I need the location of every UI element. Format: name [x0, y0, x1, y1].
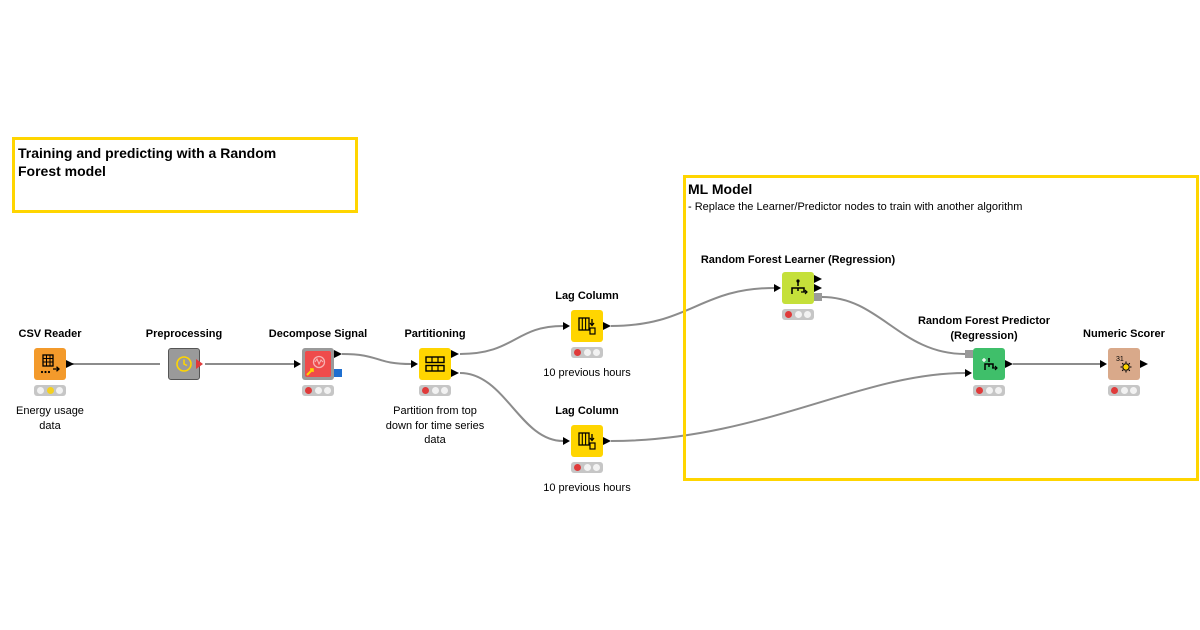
node-caption[interactable]: Energy usage data — [16, 405, 84, 432]
node-status — [571, 347, 603, 358]
connection-partitioning-to-lag1[interactable] — [459, 325, 564, 355]
node-caption[interactable]: Partition from top down for time series … — [385, 405, 485, 446]
status-light-green — [1130, 387, 1138, 394]
status-light-green — [324, 387, 332, 394]
status-light-yellow — [794, 311, 802, 318]
output-port-1[interactable] — [451, 349, 459, 358]
status-light-yellow — [583, 464, 591, 471]
connection-learner-to-predictor[interactable] — [821, 296, 966, 355]
node-status — [1108, 385, 1140, 396]
partition-icon[interactable] — [419, 348, 451, 380]
scorer-icon[interactable]: 31 — [1108, 348, 1140, 380]
connection-partitioning-to-lag2[interactable] — [459, 372, 564, 442]
tree-predictor-icon[interactable] — [973, 348, 1005, 380]
status-light-red — [36, 387, 44, 394]
status-light-red — [784, 311, 792, 318]
status-light-green — [995, 387, 1003, 394]
node-status — [34, 385, 66, 396]
node-title: Lag Column — [555, 405, 619, 417]
status-light-yellow — [431, 387, 439, 394]
input-port[interactable] — [294, 359, 301, 368]
workflow-title-annotation[interactable]: Training and predicting with a Random Fo… — [12, 137, 358, 213]
output-port[interactable] — [66, 359, 74, 368]
lag-column-icon[interactable] — [571, 425, 603, 457]
workflow-title: Training and predicting with a Random Fo… — [18, 145, 277, 179]
input-port[interactable] — [563, 436, 570, 445]
ml-model-title: ML Model — [688, 181, 753, 197]
node-title: Random Forest Predictor (Regression) — [917, 315, 1051, 342]
status-light-green — [56, 387, 64, 394]
output-port[interactable] — [1005, 359, 1013, 368]
output-port[interactable] — [1140, 359, 1148, 368]
node-title: Partitioning — [404, 328, 466, 340]
status-light-green — [593, 464, 601, 471]
scorer-icon-text: 31 — [1116, 356, 1124, 363]
status-light-green — [441, 387, 449, 394]
node-title: Numeric Scorer — [1083, 328, 1165, 340]
table-reader-icon[interactable] — [34, 348, 66, 380]
status-light-green — [804, 311, 812, 318]
node-title: Preprocessing — [145, 328, 223, 340]
model-input-port[interactable] — [965, 350, 973, 358]
output-port[interactable] — [603, 321, 611, 330]
status-light-green — [593, 349, 601, 356]
status-light-red — [1110, 387, 1118, 394]
node-status — [973, 385, 1005, 396]
status-light-yellow — [1120, 387, 1128, 394]
node-status — [419, 385, 451, 396]
data-input-port[interactable] — [965, 368, 972, 377]
node-status — [571, 462, 603, 473]
status-light-red — [304, 387, 312, 394]
status-light-yellow — [985, 387, 993, 394]
output-port-1[interactable] — [814, 274, 822, 283]
signal-decompose-icon[interactable] — [302, 348, 334, 380]
metanode-output-port[interactable] — [194, 359, 204, 369]
node-title: Lag Column — [555, 290, 619, 302]
status-light-red — [421, 387, 429, 394]
status-light-yellow — [314, 387, 322, 394]
node-status — [782, 309, 814, 320]
status-light-yellow — [583, 349, 591, 356]
connection-lag2-to-predictor[interactable] — [610, 372, 966, 442]
tree-learner-icon[interactable] — [782, 272, 814, 304]
output-port-2[interactable] — [451, 368, 459, 377]
output-port-2[interactable] — [334, 369, 342, 377]
output-port-1[interactable] — [334, 349, 342, 358]
status-light-red — [975, 387, 983, 394]
connection-decompose-to-partitioning[interactable] — [341, 353, 412, 365]
node-title: Random Forest Learner (Regression) — [700, 254, 896, 266]
output-port-2[interactable] — [814, 283, 822, 292]
connection-lag1-to-learner[interactable] — [610, 287, 775, 327]
output-port[interactable] — [603, 436, 611, 445]
node-caption[interactable]: 10 previous hours — [543, 367, 631, 379]
lag-column-icon[interactable] — [571, 310, 603, 342]
ml-model-annotation[interactable]: ML Model - Replace the Learner/Predictor… — [683, 175, 1199, 481]
input-port[interactable] — [563, 321, 570, 330]
node-caption[interactable]: 10 previous hours — [543, 482, 631, 494]
status-light-yellow — [46, 387, 54, 394]
model-output-port[interactable] — [814, 293, 822, 301]
input-port[interactable] — [1100, 359, 1107, 368]
input-port[interactable] — [774, 283, 781, 292]
status-light-red — [573, 464, 581, 471]
ml-model-description: - Replace the Learner/Predictor nodes to… — [688, 201, 1023, 213]
node-title: Decompose Signal — [268, 328, 368, 340]
node-status — [302, 385, 334, 396]
status-light-red — [573, 349, 581, 356]
input-port[interactable] — [411, 359, 418, 368]
node-title: CSV Reader — [18, 328, 82, 340]
